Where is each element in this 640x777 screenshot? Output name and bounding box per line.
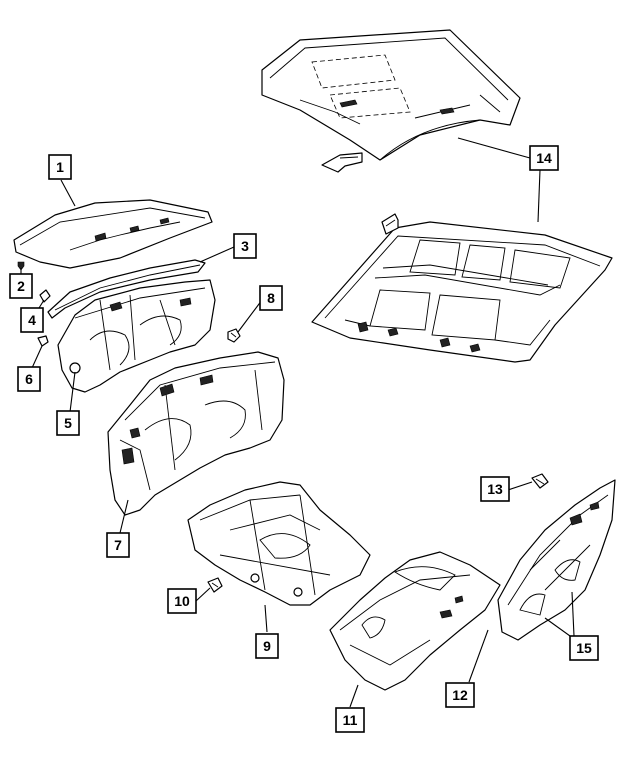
callout-15: 15 <box>569 635 599 661</box>
callout-10: 10 <box>167 588 197 614</box>
callout-label: 12 <box>452 687 468 703</box>
callout-label: 6 <box>25 371 33 387</box>
callout-label: 5 <box>64 415 72 431</box>
floor-silencer-front <box>187 481 371 606</box>
clip-6-icon <box>37 335 49 347</box>
callout-label: 14 <box>536 150 552 166</box>
callout-13: 13 <box>480 476 510 502</box>
clip-4-icon <box>39 289 51 303</box>
callout-4: 4 <box>20 307 44 333</box>
clip-10-icon <box>207 577 223 593</box>
clip-13-icon <box>531 473 549 489</box>
callout-label: 15 <box>576 640 592 656</box>
callout-14: 14 <box>529 145 559 171</box>
headliner-arrow-icon <box>321 152 363 173</box>
callout-9: 9 <box>255 633 279 659</box>
callout-label: 7 <box>114 537 122 553</box>
clip-8-icon <box>227 328 241 343</box>
callout-12: 12 <box>445 682 475 708</box>
callout-8: 8 <box>259 285 283 311</box>
floor-silencer-rear <box>329 551 501 691</box>
callout-label: 10 <box>174 593 190 609</box>
callout-2: 2 <box>9 273 33 299</box>
callout-label: 9 <box>263 638 271 654</box>
clip-icon <box>381 213 399 235</box>
callout-5: 5 <box>56 410 80 436</box>
dash-top-pad <box>13 199 213 269</box>
callout-label: 13 <box>487 481 503 497</box>
silencer-strip <box>47 259 206 319</box>
callout-3: 3 <box>233 233 257 259</box>
callout-label: 2 <box>17 278 25 294</box>
callout-7: 7 <box>106 532 130 558</box>
clip-2-icon <box>17 261 25 271</box>
dash-insulator-outer <box>107 351 285 516</box>
callout-1: 1 <box>48 154 72 180</box>
callout-11: 11 <box>335 707 365 733</box>
callout-6: 6 <box>17 366 41 392</box>
headliner-lower <box>311 221 613 363</box>
headliner-upper <box>261 29 521 161</box>
callout-label: 4 <box>28 312 36 328</box>
dash-panel-insulator <box>57 279 216 393</box>
callout-label: 3 <box>241 238 249 254</box>
back-panel-silencer <box>497 479 616 641</box>
callout-label: 1 <box>56 159 64 175</box>
callout-label: 8 <box>267 290 275 306</box>
callout-label: 11 <box>343 712 358 728</box>
